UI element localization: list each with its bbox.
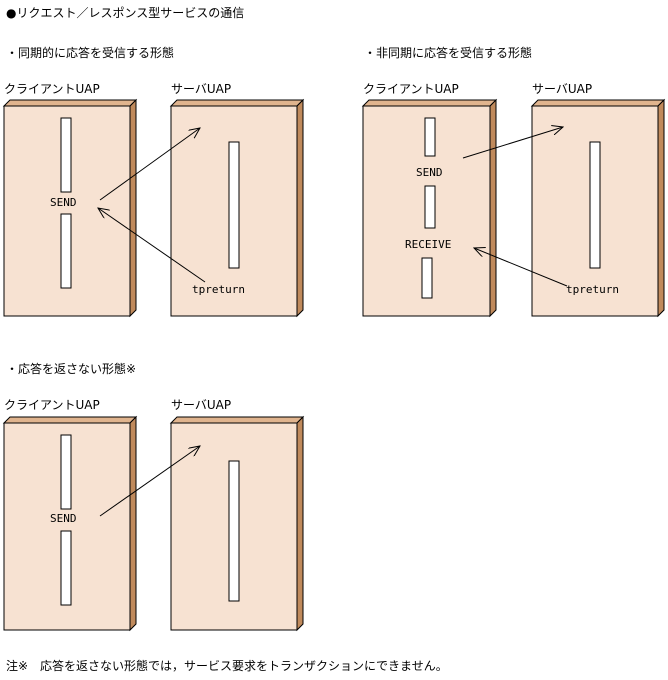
async-client-lifeline-3 [421,257,433,299]
async-client-lifeline-1 [424,117,436,157]
noreply-send-label: SEND [50,512,77,525]
sync-server-box-side [296,98,304,318]
sync-client-lifeline-lower [60,213,72,289]
section-async-heading: ・非同期に応答を受信する形態 [364,46,533,60]
section-noreply-heading: ・応答を返さない形態※ [6,362,137,376]
noreply-client-lifeline-lower [60,530,72,606]
sync-client-box-side [129,98,137,318]
sync-tpreturn-label: tpreturn [192,283,245,296]
async-receive-label: RECEIVE [405,238,451,251]
async-send-label: SEND [416,166,443,179]
sync-send-arrow [99,128,200,201]
noreply-server-box-top [169,416,305,424]
sync-send-label: SEND [50,196,77,209]
async-reply-arrow [474,248,568,287]
sync-client-lifeline-upper [60,117,72,193]
noreply-server-lifeline [228,460,240,602]
async-tpreturn-label: tpreturn [566,283,619,296]
noreply-send-arrow [99,446,200,517]
async-client-box-top [361,99,498,107]
diagram-title: ●リクエスト／レスポンス型サービスの通信 [6,6,245,20]
noreply-client-label: クライアントUAP [4,398,100,412]
async-server-box-top [530,99,666,107]
async-client-lifeline-2 [424,185,436,229]
sync-server-box-top [169,99,305,107]
async-server-lifeline [589,141,601,269]
async-send-arrow [462,127,563,159]
noreply-server-box-side [296,415,304,632]
noreply-client-lifeline-upper [60,434,72,510]
noreply-client-box-top [2,416,138,424]
async-client-label: クライアントUAP [363,82,459,96]
section-sync-heading: ・同期的に応答を受信する形態 [6,46,175,60]
async-server-box-side [657,98,665,318]
sync-server-label: サーバUAP [171,82,232,96]
async-server-label: サーバUAP [532,82,593,96]
sync-reply-arrow [98,208,206,283]
sync-client-box-top [2,99,138,107]
sync-client-label: クライアントUAP [4,82,100,96]
noreply-client-box-side [129,415,137,632]
noreply-server-label: サーバUAP [171,398,232,412]
async-client-box-side [489,98,497,318]
footnote: 注※ 応答を返さない形態では，サービス要求をトランザクションにできません。 [6,659,448,673]
sync-server-lifeline [228,141,240,269]
